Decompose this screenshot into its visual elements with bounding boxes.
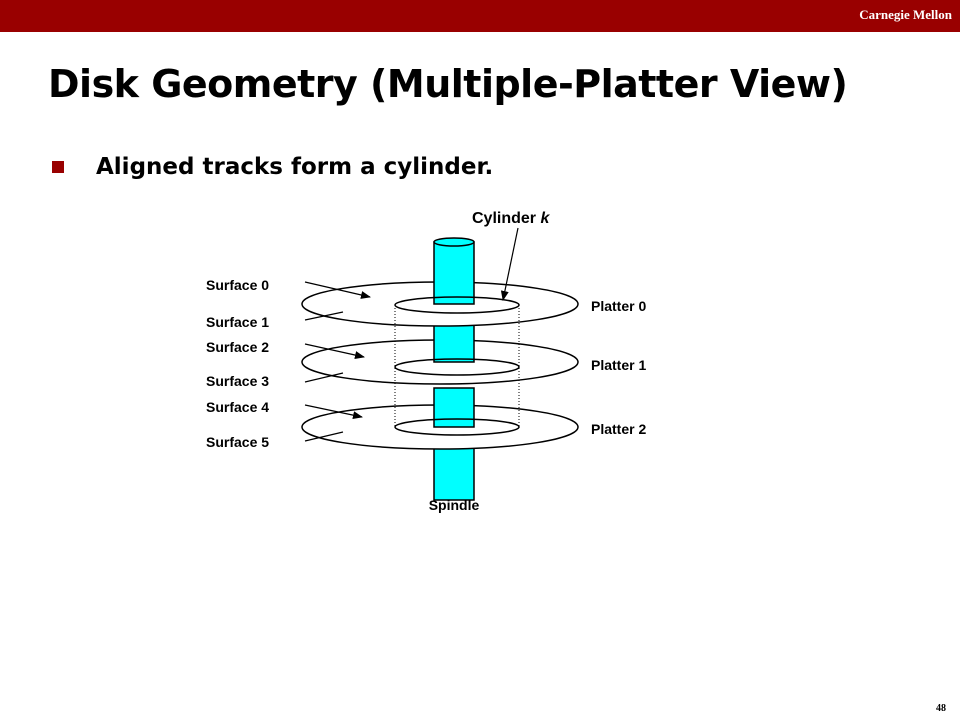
surface-arrow xyxy=(304,404,363,420)
cylinder-label-var: k xyxy=(540,210,550,227)
bullet-text: Aligned tracks form a cylinder. xyxy=(96,154,494,180)
spindle-label: Spindle xyxy=(429,497,480,513)
bullet-square-icon xyxy=(52,161,64,173)
cylinder-outline xyxy=(394,305,520,427)
surface-label-3: Surface 3 xyxy=(206,373,269,389)
surface-arrow xyxy=(304,343,365,359)
surface-arrow xyxy=(304,281,371,299)
platter-0 xyxy=(301,237,579,327)
cylinder-label-text: Cylinder xyxy=(472,210,540,227)
cylinder-arrow xyxy=(500,227,519,301)
surface-label-2: Surface 2 xyxy=(206,339,269,355)
platter-label-1: Platter 1 xyxy=(591,357,646,373)
surface-label-0: Surface 0 xyxy=(206,277,269,293)
platter-label-0: Platter 0 xyxy=(591,298,646,314)
platter-2 xyxy=(301,387,579,450)
track-ellipse xyxy=(394,418,520,436)
track-ellipse xyxy=(394,358,520,376)
surface-label-1: Surface 1 xyxy=(206,314,269,330)
platter-label-2: Platter 2 xyxy=(591,421,646,437)
bullet-item: Aligned tracks form a cylinder. xyxy=(52,154,493,180)
surface-arrow xyxy=(304,431,344,442)
surface-arrow xyxy=(304,372,344,383)
cylinder-label: Cylinder k xyxy=(472,210,550,227)
top-bar: Carnegie Mellon xyxy=(0,0,960,32)
platter-1 xyxy=(301,322,579,385)
surface-arrow xyxy=(304,311,344,321)
brand-label: Carnegie Mellon xyxy=(859,7,952,22)
surface-label-4: Surface 4 xyxy=(206,399,269,415)
surface-label-5: Surface 5 xyxy=(206,434,269,450)
surface-arrows xyxy=(304,227,519,442)
slide-title: Disk Geometry (Multiple-Platter View) xyxy=(48,62,848,106)
page-number: 48 xyxy=(936,703,946,714)
